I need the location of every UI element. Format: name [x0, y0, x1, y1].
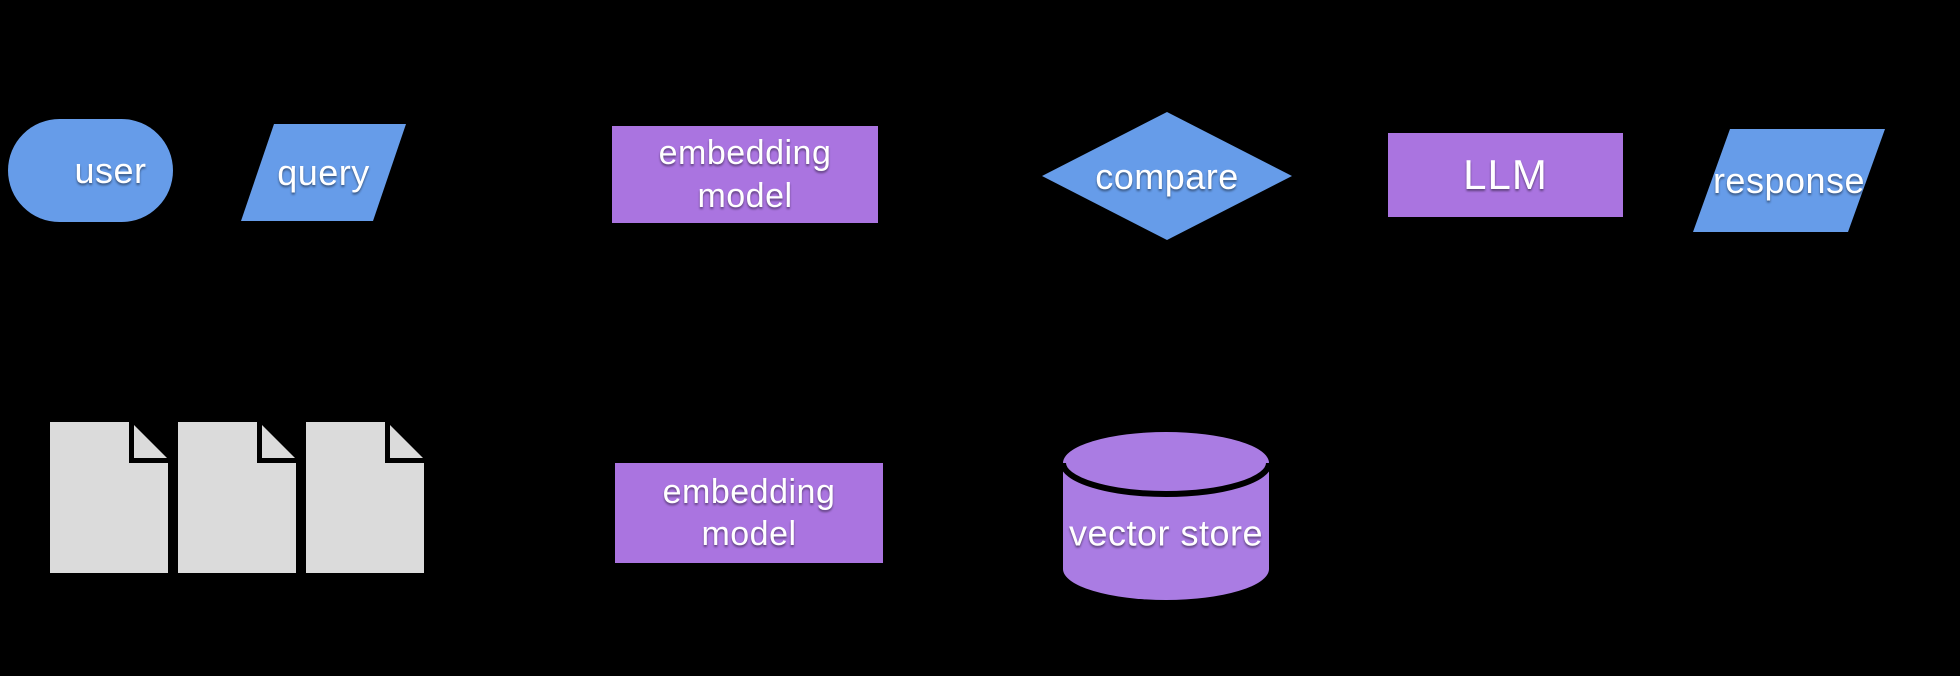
document-icon: [178, 422, 296, 573]
node-embedding-model-query-label: embedding model: [658, 134, 832, 215]
node-user-label: user: [74, 150, 147, 191]
document-icon: [306, 422, 424, 573]
document-stack: [50, 422, 424, 573]
node-compare-label: compare: [1095, 155, 1239, 197]
node-embedding-model-docs: embedding model: [615, 463, 883, 563]
node-embedding-model-query: embedding model: [612, 126, 878, 223]
document-icon: [50, 422, 168, 573]
node-response-label: response: [1712, 160, 1866, 201]
node-vector-store: vector store: [1063, 432, 1269, 600]
node-query: query: [241, 124, 406, 221]
node-llm-label: LLM: [1463, 150, 1548, 198]
node-compare: compare: [1042, 112, 1292, 240]
node-user: user: [8, 119, 173, 222]
node-embedding-model-docs-label: embedding model: [662, 472, 836, 554]
cylinder-icon: [1063, 432, 1269, 600]
node-response: response: [1693, 129, 1885, 232]
node-vector-store-label: vector store: [1068, 512, 1264, 554]
node-llm: LLM: [1388, 133, 1623, 217]
node-query-label: query: [277, 152, 370, 193]
